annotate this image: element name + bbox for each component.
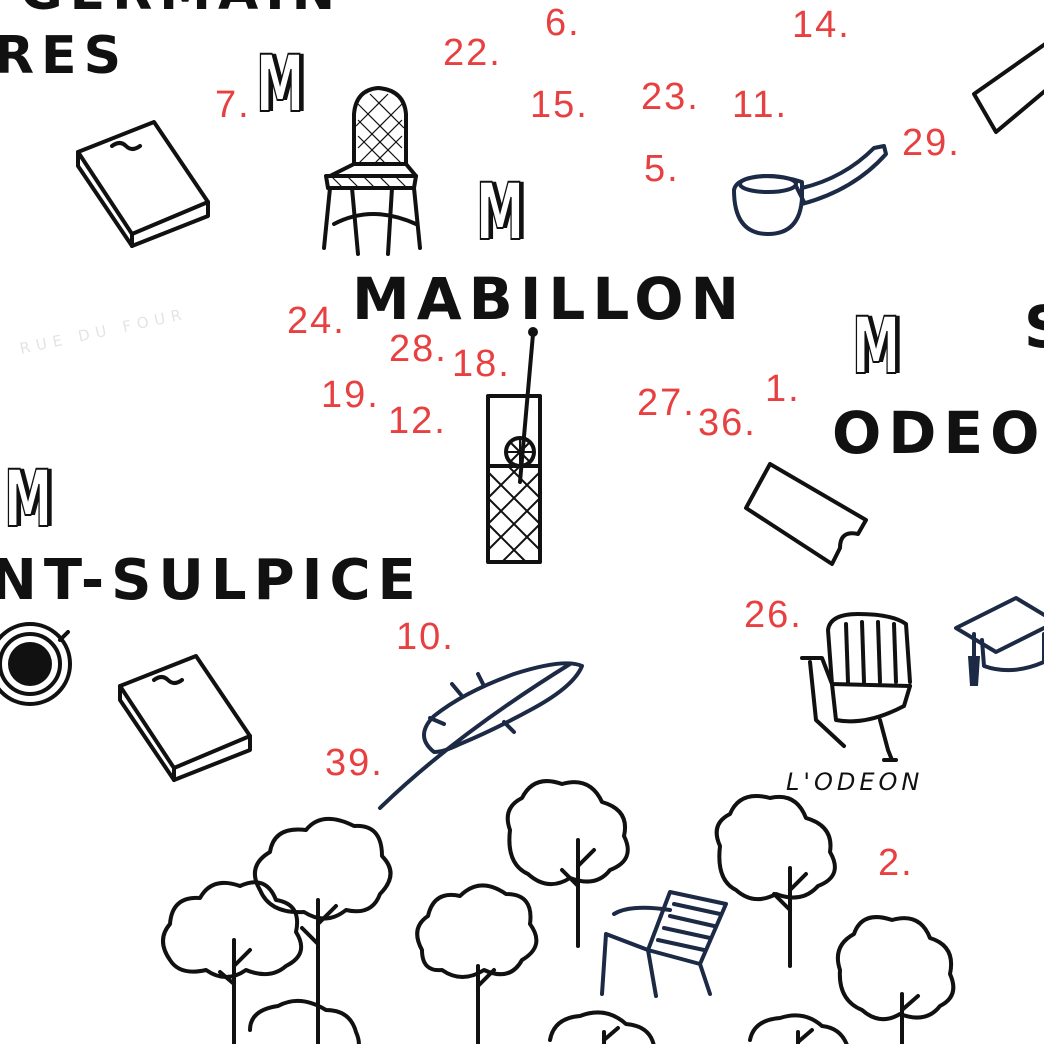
station-label-des-pres: RES [0, 26, 129, 86]
station-label-mabillon: MABILLON [352, 265, 747, 333]
park-chair-icon [600, 890, 728, 998]
map-number: 29. [902, 122, 961, 164]
map-number: 24. [287, 300, 346, 342]
map-number: 1. [765, 368, 801, 410]
station-label-odeon-partial: S [1024, 298, 1044, 356]
map-number: 26. [744, 594, 803, 636]
map-number: 14. [792, 4, 851, 46]
station-label-odeon: ODEO [832, 399, 1044, 467]
book-icon [76, 120, 210, 248]
map-number: 2. [878, 842, 914, 884]
graduation-cap-icon [954, 596, 1044, 686]
map-number: 12. [388, 400, 447, 442]
map-number: 6. [545, 2, 581, 44]
map-number: 7. [215, 84, 251, 126]
cocktail-glass-icon [486, 327, 542, 564]
map-number: 22. [443, 32, 502, 74]
quill-feather-icon [378, 661, 584, 810]
coffee-cup-icon [0, 622, 72, 706]
map-number: 15. [530, 84, 589, 126]
map-number: 5. [644, 148, 680, 190]
ticket-icon [744, 462, 868, 566]
map-number: 39. [325, 742, 384, 784]
map-number: 28. [389, 328, 448, 370]
book-icon [118, 654, 252, 782]
park-trees-illustration [161, 779, 956, 1044]
map-number: 11. [732, 84, 789, 126]
map-number: 19. [321, 374, 380, 416]
street-label-rue-du-four: RUE DU FOUR [18, 304, 189, 358]
map-number: 36. [698, 402, 757, 444]
ticket-icon [972, 42, 1044, 134]
station-label-saint-germain: GERMAIN [20, 0, 342, 18]
map-number: 10. [396, 616, 455, 658]
bistro-chair-icon [322, 86, 422, 256]
station-label-saint-sulpice: NT-SULPICE [0, 548, 423, 613]
pipe-icon [732, 144, 888, 236]
map-number: 23. [641, 76, 700, 118]
theatre-seat-icon [800, 612, 912, 762]
place-label-odeon-theatre: L'ODEON [786, 768, 924, 796]
map-number: 18. [452, 343, 511, 385]
map-number: 27. [637, 382, 696, 424]
